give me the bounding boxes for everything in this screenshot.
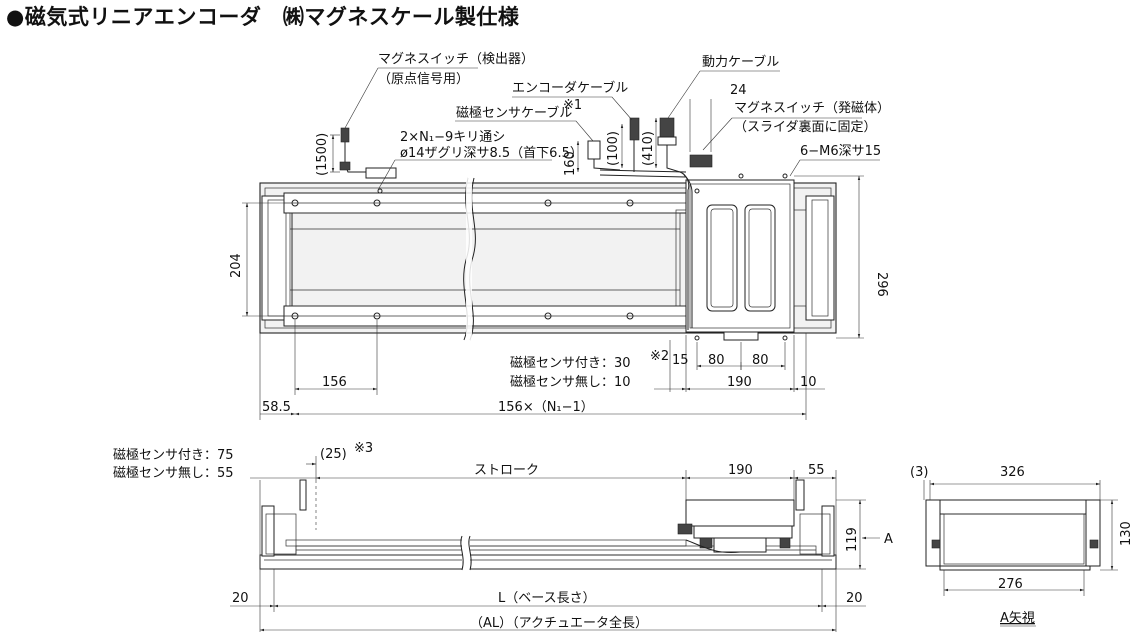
side-base	[259, 554, 837, 570]
sensor-without-55-label: 磁極センサ無し：55	[113, 465, 234, 481]
dim-10: 10	[800, 375, 817, 390]
dim-410: (410)	[641, 131, 656, 166]
encoder-cable-label: エンコーダケーブル	[512, 80, 628, 96]
pole-sensor-without-label: 磁極センサ無し：10	[510, 374, 631, 390]
base-length-label: L（ベース長さ）	[498, 591, 596, 606]
dim-24: 24	[730, 83, 747, 98]
left-end-block	[261, 195, 293, 321]
note-1-mark: ※1	[563, 98, 582, 113]
dim-100: (100)	[606, 131, 621, 166]
tapped-holes-label: 6−M6深サ15	[800, 144, 881, 159]
dim-80-right: 80	[752, 353, 769, 368]
right-end-block	[805, 195, 835, 321]
dim-296: 296	[874, 272, 889, 297]
dim-326: 326	[1000, 465, 1025, 480]
side-slider	[685, 499, 795, 527]
sensor-with-75-label: 磁極センサ付き：75	[113, 447, 234, 463]
view-a-label: A矢視	[1000, 611, 1035, 626]
top-view: マグネスイッチ（検出器） （原点信号用） エンコーダケーブル 磁極センサケーブル…	[229, 52, 890, 420]
slider-back-label: （スライダ裏面に固定）	[734, 120, 876, 135]
dim-190-top: 190	[727, 375, 752, 390]
view-arrow-a: A	[884, 532, 893, 547]
dim-204: 204	[229, 253, 244, 278]
dim-58-5: 58.5	[262, 400, 291, 415]
dim-130: 130	[1119, 521, 1133, 546]
mag-switch-detector-label: マグネスイッチ（検出器）	[378, 52, 534, 67]
total-length-label: （AL）（アクチュエータ全長）	[470, 615, 648, 631]
end-view-top	[929, 499, 1091, 515]
dim-20-left: 20	[232, 591, 249, 606]
mounting-holes	[291, 188, 634, 320]
dim-55: 55	[808, 463, 825, 478]
origin-signal-label: （原点信号用）	[378, 72, 469, 87]
dim-pitch: 156×（N₁−1）	[498, 400, 594, 415]
power-cable-label: 動力ケーブル	[702, 54, 779, 70]
dim-1500: (1500)	[315, 133, 330, 176]
page-title: ●磁気式リニアエンコーダ ㈱マグネスケール製仕様	[6, 5, 520, 29]
note-3-mark: ※3	[354, 441, 373, 456]
dim-190-side: 190	[728, 463, 753, 478]
dim-160: 160	[563, 151, 578, 176]
end-view: (3) 326 130 276 A矢視	[910, 465, 1133, 627]
dim-80-left: 80	[708, 353, 725, 368]
dim-25: (25)	[320, 447, 347, 462]
dim-20-right: 20	[846, 591, 863, 606]
holes-note-1: 2×N₁−9キリ通シ	[400, 130, 505, 145]
holes-note-2: ø14ザグリ深サ8.5（首下6.5）	[400, 146, 583, 161]
pole-sensor-cable-label: 磁極センサケーブル	[456, 105, 572, 121]
stroke-label: ストローク	[474, 463, 539, 478]
dim-156: 156	[322, 375, 347, 390]
side-view: 磁極センサ付き：75 磁極センサ無し：55 (25) ※3 ストローク 190 …	[113, 441, 893, 632]
pole-sensor-with-label: 磁極センサ付き：30	[510, 355, 631, 371]
mag-switch-emitter-label: マグネスイッチ（発磁体）	[734, 101, 890, 116]
dim-119: 119	[845, 527, 860, 552]
dim-3: (3)	[910, 465, 928, 480]
note-2-mark: ※2	[650, 349, 669, 364]
slider	[685, 179, 795, 333]
dim-15: 15	[672, 353, 689, 368]
dim-276: 276	[998, 577, 1023, 592]
